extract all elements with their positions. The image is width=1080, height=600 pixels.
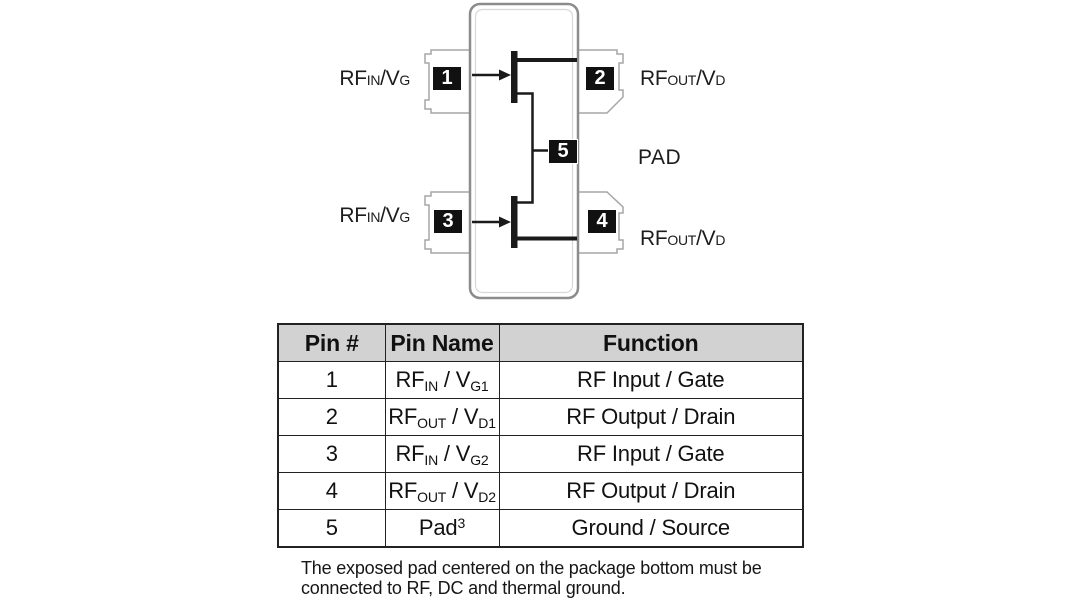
package-diagram [424, 2, 624, 300]
pin-name-cell: RFIN / VG2 [384, 435, 500, 473]
fet2-channel-bar [511, 196, 518, 248]
label-part: D [715, 72, 726, 88]
label-part: G [399, 72, 410, 88]
header-pin-number: Pin # [277, 323, 386, 362]
label-part: G2 [470, 452, 489, 468]
pin-name-cell: Pad3 [384, 509, 500, 548]
fet2-gate-arrowhead [499, 216, 511, 228]
pin-name-cell: RFIN / VG1 [384, 361, 500, 399]
label-part: /V [696, 227, 716, 250]
label-part: OUT [667, 72, 697, 88]
label-part: IN [366, 209, 381, 225]
footnote-line1: The exposed pad centered on the package … [301, 558, 762, 578]
label-part: OUT [417, 415, 447, 431]
package-outline [468, 2, 580, 300]
pin-number-cell: 5 [277, 509, 386, 548]
table-footnote: The exposed pad centered on the package … [301, 558, 801, 598]
pin-name-cell: RFOUT / VD2 [384, 472, 500, 510]
pin-name-cell: RFOUT / VD1 [384, 398, 500, 436]
pin-number-cell: 1 [277, 361, 386, 399]
label-part: RF [339, 67, 367, 90]
fet1-gate-arrowhead [499, 69, 511, 81]
label-part: RF [339, 204, 367, 227]
label-part: RF [388, 478, 418, 503]
pin5-marker: 5 [548, 139, 578, 164]
label-part: G [399, 209, 410, 225]
pin3-marker: 3 [433, 209, 463, 234]
header-function: Function [498, 323, 804, 362]
function-cell: RF Output / Drain [498, 472, 804, 510]
label-part: IN [366, 72, 381, 88]
header-pin-name: Pin Name [384, 323, 500, 362]
source-rail [516, 92, 534, 204]
label-part: /V [696, 67, 716, 90]
fet2-symbol [472, 196, 577, 248]
pad-label: PAD [638, 146, 682, 169]
label-part: IN [424, 378, 439, 394]
table-header-row: Pin # Pin Name Function [277, 323, 804, 362]
function-cell: RF Input / Gate [498, 361, 804, 399]
label-part: / V [446, 404, 479, 429]
pin1-label: RFIN/VG [240, 66, 410, 91]
function-cell: RF Input / Gate [498, 435, 804, 473]
label-part: OUT [667, 232, 697, 248]
function-cell: RF Output / Drain [498, 398, 804, 436]
label-part: /V [380, 204, 400, 227]
pin2-marker: 2 [585, 66, 615, 91]
label-part: RF [395, 367, 425, 392]
label-part: D2 [478, 489, 496, 505]
label-part: 3 [457, 515, 466, 531]
label-part: RF [395, 441, 425, 466]
fet1-symbol [472, 51, 577, 103]
label-part: / V [438, 367, 471, 392]
label-part: D1 [478, 415, 496, 431]
pin2-label: RFOUT/VD [640, 66, 850, 91]
label-part: G1 [470, 378, 489, 394]
label-part: Pad [418, 515, 458, 540]
pin4-marker: 4 [587, 209, 617, 234]
pin-number-cell: 2 [277, 398, 386, 436]
label-part: /V [380, 67, 400, 90]
label-part: RF [640, 67, 668, 90]
pin4-label: RFOUT/VD [640, 226, 850, 251]
label-part: RF [640, 227, 668, 250]
function-cell: Ground / Source [498, 509, 804, 548]
fet1-channel-bar [511, 51, 518, 103]
label-part: IN [424, 452, 439, 468]
label-part: D [715, 232, 726, 248]
footnote-line2: connected to RF, DC and thermal ground. [301, 577, 626, 598]
label-part: / V [438, 441, 471, 466]
label-part: RF [388, 404, 418, 429]
pin-number-cell: 3 [277, 435, 386, 473]
label-part: OUT [417, 489, 447, 505]
pin3-label: RFIN/VG [240, 203, 410, 228]
pin1-marker: 1 [432, 66, 462, 91]
pin-number-cell: 4 [277, 472, 386, 510]
label-part: / V [446, 478, 479, 503]
